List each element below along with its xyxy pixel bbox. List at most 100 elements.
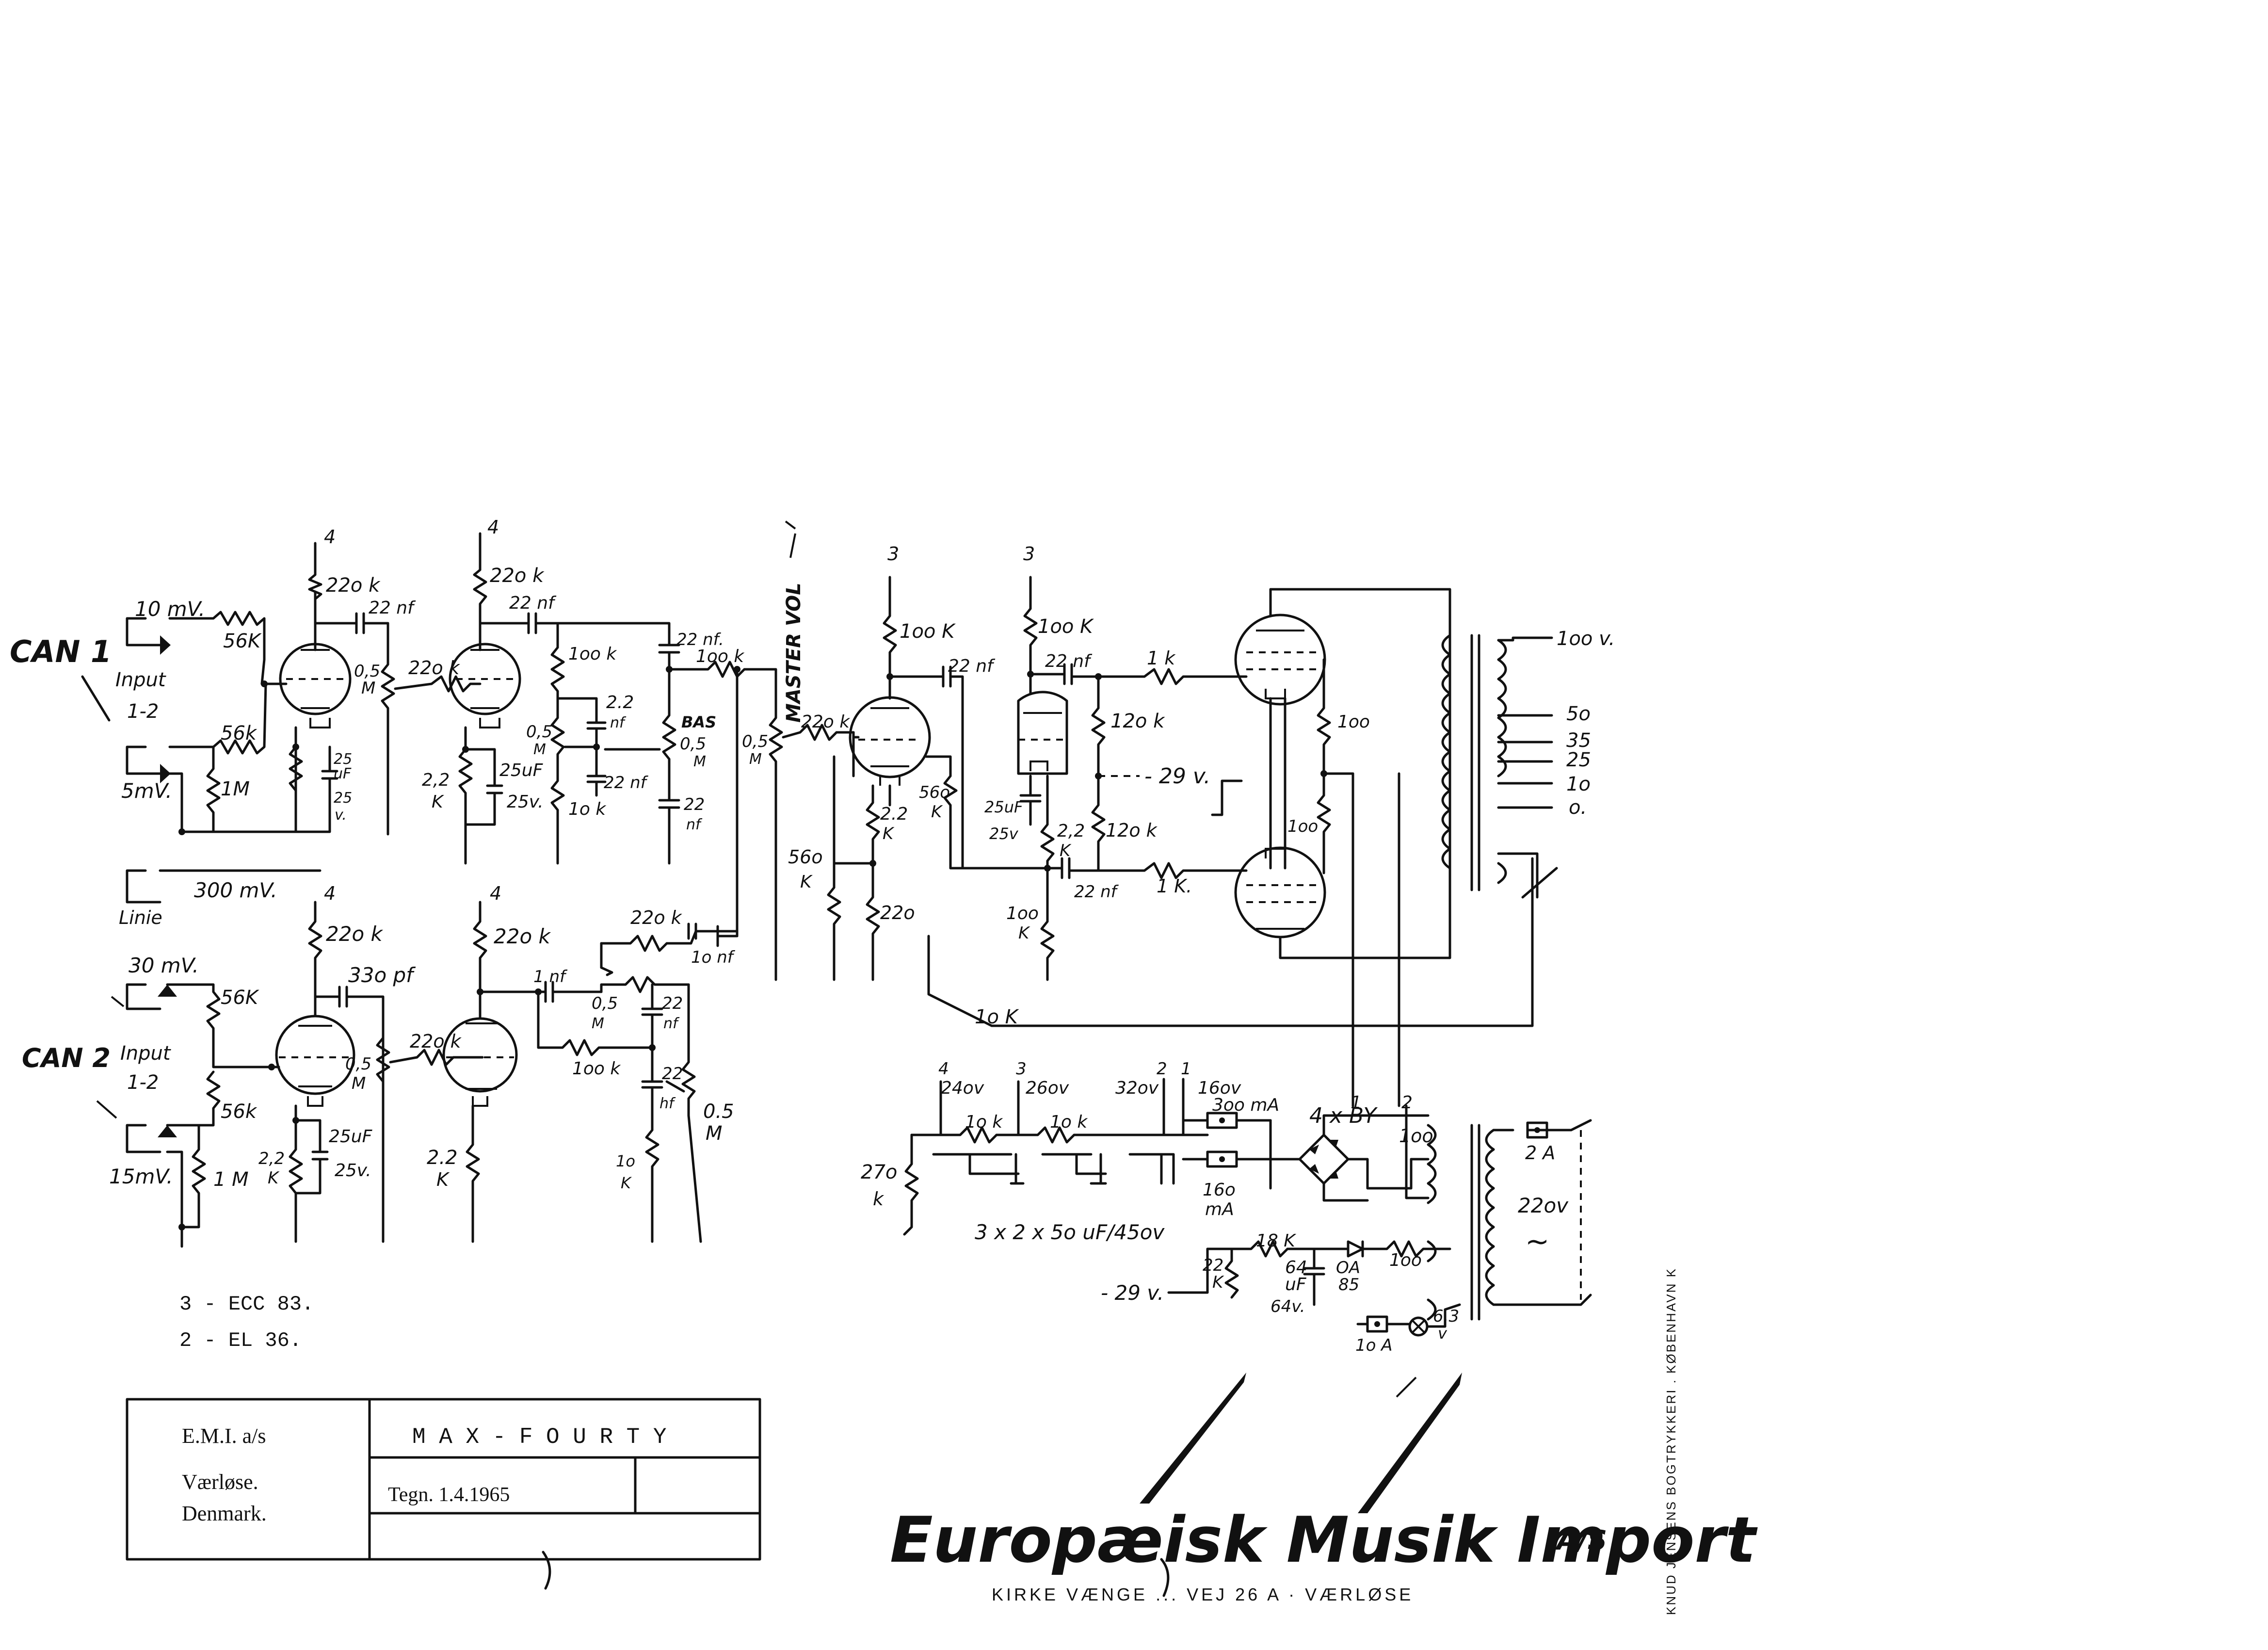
psu-r270k	[903, 1133, 919, 1236]
r120k-a-label: 12o k	[1110, 710, 1165, 732]
jack-2-hi	[126, 983, 161, 1010]
capacitor-22nf-v1	[314, 612, 389, 634]
resistor-1k-a	[1097, 668, 1243, 685]
tone-resistor-chain	[550, 622, 565, 865]
capacitor-22nf-c	[556, 622, 680, 671]
resistor-100k-e	[537, 990, 654, 1056]
psu-260v: 26ov	[1026, 1078, 1069, 1098]
resistor-100k-pi2	[1023, 576, 1038, 695]
c25uf-v1b-label: 25uF	[499, 760, 544, 780]
c22nf-pi2-label: 22 nf	[1045, 651, 1093, 671]
pot-mix-value: 0,5	[592, 994, 618, 1013]
capacitor-22nf-tone	[563, 745, 607, 797]
bias-voltage-label: - 29 v.	[1144, 764, 1210, 789]
v1-supply-node: 4	[324, 526, 336, 548]
brand-logo: Europæisk Musik Import A/S KIRKE VÆNGE .…	[890, 1373, 1758, 1604]
capacitor-25uf-v1b	[464, 748, 503, 826]
psu-rail	[910, 1126, 1209, 1144]
capacitor-2-2nf	[556, 697, 607, 748]
capacitor-22nf-pi1	[888, 665, 964, 870]
capacitor-1nf	[479, 981, 603, 1003]
fuse-300ma	[1182, 1112, 1272, 1129]
capacitor-25uf-v1	[294, 745, 338, 833]
psu-r100	[1361, 1240, 1451, 1258]
c1nf-label: 1 nf	[533, 967, 568, 987]
title-country: Denmark.	[182, 1502, 267, 1525]
linie-level: 300 mV.	[194, 878, 277, 902]
tube-v1-ecc83: 4 22o k 22 nf 25 uF 25 v. 0,5 M 22o k	[180, 526, 482, 836]
r10k-e-label: 1o	[616, 1152, 635, 1170]
resistor-220k-v1-label: 22o k	[326, 574, 381, 597]
v2b-supply-node: 4	[490, 883, 501, 904]
r22-v2b-label: 2.2	[427, 1147, 458, 1169]
resistor-220k-v1b	[473, 532, 487, 651]
fuse-10a	[1356, 1315, 1403, 1333]
tap-25: 25	[1566, 749, 1591, 771]
capacitor-22nf-v1b-label: 22 nf	[509, 593, 557, 613]
title-block: E.M.I. a/s Værløse. Denmark. M A X - F O…	[126, 1398, 761, 1590]
resistor-22k-pi2	[1040, 775, 1055, 981]
tap-0: o.	[1569, 796, 1587, 819]
capacitor-25uf-v2	[294, 1119, 329, 1195]
r220k-v2-label: 22o k	[326, 922, 383, 946]
c25v-a-label: 25	[334, 790, 352, 807]
jack-1-hi-tip	[160, 635, 171, 655]
capacitor-22nf-e	[641, 983, 663, 1049]
title-company: E.M.I. a/s	[182, 1424, 266, 1448]
input-1-hi-level: 10 mV.	[135, 597, 205, 621]
r22k-v1b-label: 2,2	[422, 770, 450, 790]
resistor-22k-v2	[289, 1104, 303, 1243]
linie-label: Linie	[119, 907, 162, 928]
psu-240v: 24ov	[941, 1078, 984, 1098]
c22nf-pi3-label: 22 nf	[1074, 882, 1119, 902]
psu-bias-network	[1211, 1240, 1350, 1299]
capacitor-330pf	[314, 986, 385, 1243]
r100-a-label: 1oo	[1337, 712, 1370, 732]
r560k-pi-unit: K	[800, 872, 813, 892]
resistor-56k-b	[168, 682, 267, 755]
tap-100v: 1oo v.	[1557, 628, 1615, 650]
channel-1-label: CAN 1	[10, 634, 112, 669]
fuse-10a-label: 1o A	[1355, 1336, 1393, 1355]
r10k-e-unit: K	[621, 1174, 632, 1192]
resistor-56k-a	[168, 611, 266, 685]
c22-e2-label: 22	[662, 1064, 683, 1084]
capacitor-22nf-pi3	[1046, 857, 1136, 879]
jack-linie	[126, 869, 322, 904]
pot-0-5m-mix	[600, 976, 690, 993]
psu-160v: 16ov	[1198, 1078, 1241, 1098]
resistor-560k-pi	[827, 755, 874, 981]
printer-credit: KNUD JENSENS BOGTRYKKERI . KØBENHAVN K	[1664, 1267, 1678, 1615]
jack-1-hi	[126, 617, 161, 647]
c22nf-pi1-label: 22 nf	[948, 656, 996, 676]
capacitor-22nf-pi2	[1029, 663, 1100, 685]
input-1-lo-level: 5mV.	[121, 779, 172, 803]
psu-node-1: 1	[1181, 1059, 1191, 1079]
r100k-c-label: 1oo k	[696, 647, 745, 666]
r220k-v2b-label: 22o k	[494, 924, 551, 948]
pot-gain1-unit: M	[361, 679, 375, 698]
resistor-220k-pi	[782, 724, 855, 741]
screen-resistors: 1oo 1oo	[1269, 588, 1451, 1107]
pot-gain2-value: 0,5	[345, 1054, 371, 1074]
tube-v2b-ecc83: 4 22o k 2.2 K 1 nf	[427, 883, 603, 1243]
tube-v2-ecc83: 4 22o k 33o pf 0,5 M 22o k 2,2 K 25uF 25…	[258, 883, 484, 1243]
pot-mix-unit: M	[592, 1015, 604, 1032]
fuse-2a-label: 2 A	[1525, 1142, 1555, 1164]
r22-v2-unit: K	[268, 1168, 280, 1188]
tube-list-ecc83: 3 - ECC 83.	[179, 1293, 314, 1316]
resistor-220k-grid-v2	[389, 1049, 484, 1066]
r1m-d-label: 1 M	[213, 1168, 249, 1191]
r100k-pi2-label: 1oo K	[1038, 615, 1094, 638]
input-1-sub: 1-2	[127, 700, 159, 723]
c22-bas-label: 22	[684, 795, 705, 814]
resistor-56k-e	[166, 1070, 221, 1127]
c25-uf-label: uF	[334, 765, 352, 782]
diode-label: OA	[1336, 1258, 1360, 1278]
lamp-unit: v	[1438, 1324, 1448, 1343]
r120k-b-label: 12o k	[1106, 820, 1158, 841]
pot-tone-label: 0,5	[526, 722, 552, 742]
psu-caps-label: 3 x 2 x 5o uF/45ov	[975, 1220, 1165, 1244]
r100k-tone-label: 1oo k	[568, 644, 617, 664]
resistor-1m-a-label: 1M	[221, 778, 250, 800]
